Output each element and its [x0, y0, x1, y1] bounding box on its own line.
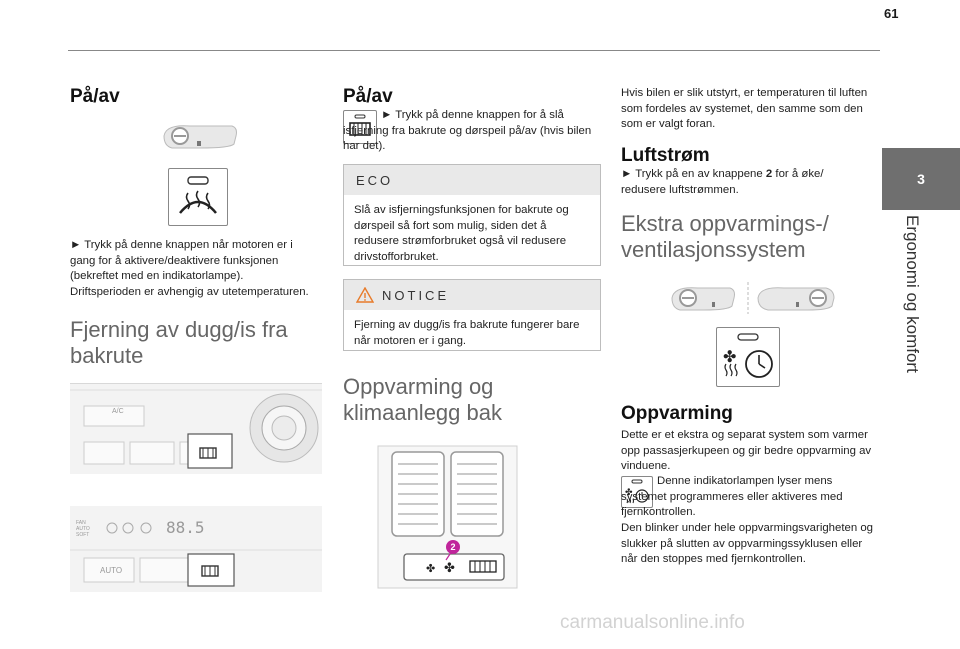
col1-section-title: Fjerning av dugg/is fra bakrute [70, 317, 288, 368]
heating-heading: Oppvarming [621, 403, 733, 424]
airflow-text-c: for å øke/ redusere luftstrømmen. [621, 168, 824, 196]
col2-section-title: Oppvarming og klimaanlegg bak [343, 374, 502, 425]
auxiliary-heating-icon: ✤ [723, 333, 773, 378]
ac-label: A/C [112, 408, 124, 415]
chapter-label-container: Ergonomi og komfort [902, 215, 922, 415]
chapter-tab[interactable]: 3 [882, 148, 960, 210]
dashboard-lamp-illustration [163, 125, 237, 149]
climate-panel-photo-1: A/C [70, 383, 322, 474]
notice-box-header: NOTICE [344, 280, 600, 310]
col3-section-title: Ekstra oppvarmings-/ ventilasjonssystem [621, 211, 829, 262]
chapter-label: Ergonomi og komfort [903, 215, 922, 373]
airflow-heading: Luftstrøm [621, 145, 710, 166]
windscreen-defrost-icon [179, 176, 217, 214]
auxiliary-heating-small-icon: ✤ [625, 479, 649, 504]
col1-note: Driftsperioden er avhengig av utetempera… [70, 286, 309, 298]
panel-auto-label: AUTO [76, 526, 90, 532]
panel-soft-label: SOFT [76, 532, 90, 538]
heating-text: Dette er et ekstra og separat system som… [621, 429, 872, 473]
indicator-lamp-illustration: ✤ [621, 476, 653, 508]
notice-box-text: Fjerning av dugg/is fra bakrute fungerer… [354, 319, 580, 347]
warning-triangle-icon [356, 287, 374, 303]
eco-box-text: Slå av isfjerningsfunksjonen for bakrute… [354, 204, 569, 263]
notice-box-title: NOTICE [382, 287, 450, 303]
climate-panel-photo-2: FAN AUTO SOFT 88.5 AUTO [70, 506, 322, 592]
blink-text: Den blinker under hele oppvarmingsvarigh… [621, 522, 874, 566]
airflow-text-a: ► Trykk på en av knappene [621, 168, 766, 180]
rear-defrost-button-illustration [343, 110, 377, 144]
col2-instruction: ► Trykk på denne knappen for å slå isfje… [343, 109, 592, 153]
airflow-text: ► Trykk på en av knappene 2 for å øke/ r… [621, 167, 861, 198]
auxiliary-heating-button-illustration: ✤ [716, 327, 780, 387]
callout-2-badge: 2 [446, 540, 460, 554]
panel-auto-button-label: AUTO [100, 566, 123, 575]
dual-dashboard-lamp-illustration [671, 282, 835, 314]
page-number: 61 [884, 6, 899, 21]
header-rule [68, 50, 880, 51]
col1-heading: På/av [70, 86, 120, 107]
svg-text:✤: ✤ [625, 488, 633, 498]
eco-box-title: ECO [344, 165, 600, 195]
panel-fan-label: FAN [76, 520, 86, 526]
svg-text:✤: ✤ [723, 347, 736, 366]
col3-intro: Hvis bilen er slik utstyrt, er temperatu… [621, 87, 868, 131]
rear-vents-illustration: ✤ ✤ 2 [370, 442, 525, 592]
watermark: carmanualsonline.info [560, 612, 745, 633]
rear-window-defrost-icon [349, 114, 371, 136]
indicator-text: Denne indikatorlampen lyser mens systeme… [621, 475, 843, 519]
eco-box: ECO Slå av isfjerningsfunksjonen for bak… [343, 164, 601, 266]
svg-text:✤: ✤ [444, 561, 455, 576]
col1-instruction: ► Trykk på denne knappen når motoren er … [70, 239, 293, 283]
notice-box: NOTICE Fjerning av dugg/is fra bakrute f… [343, 279, 601, 351]
panel-temp-display: 88.5 [166, 518, 205, 537]
airflow-text-button-ref: 2 [765, 168, 773, 180]
svg-text:✤: ✤ [426, 562, 435, 575]
front-defrost-button-illustration [168, 168, 228, 226]
col2-heading: På/av [343, 86, 393, 107]
